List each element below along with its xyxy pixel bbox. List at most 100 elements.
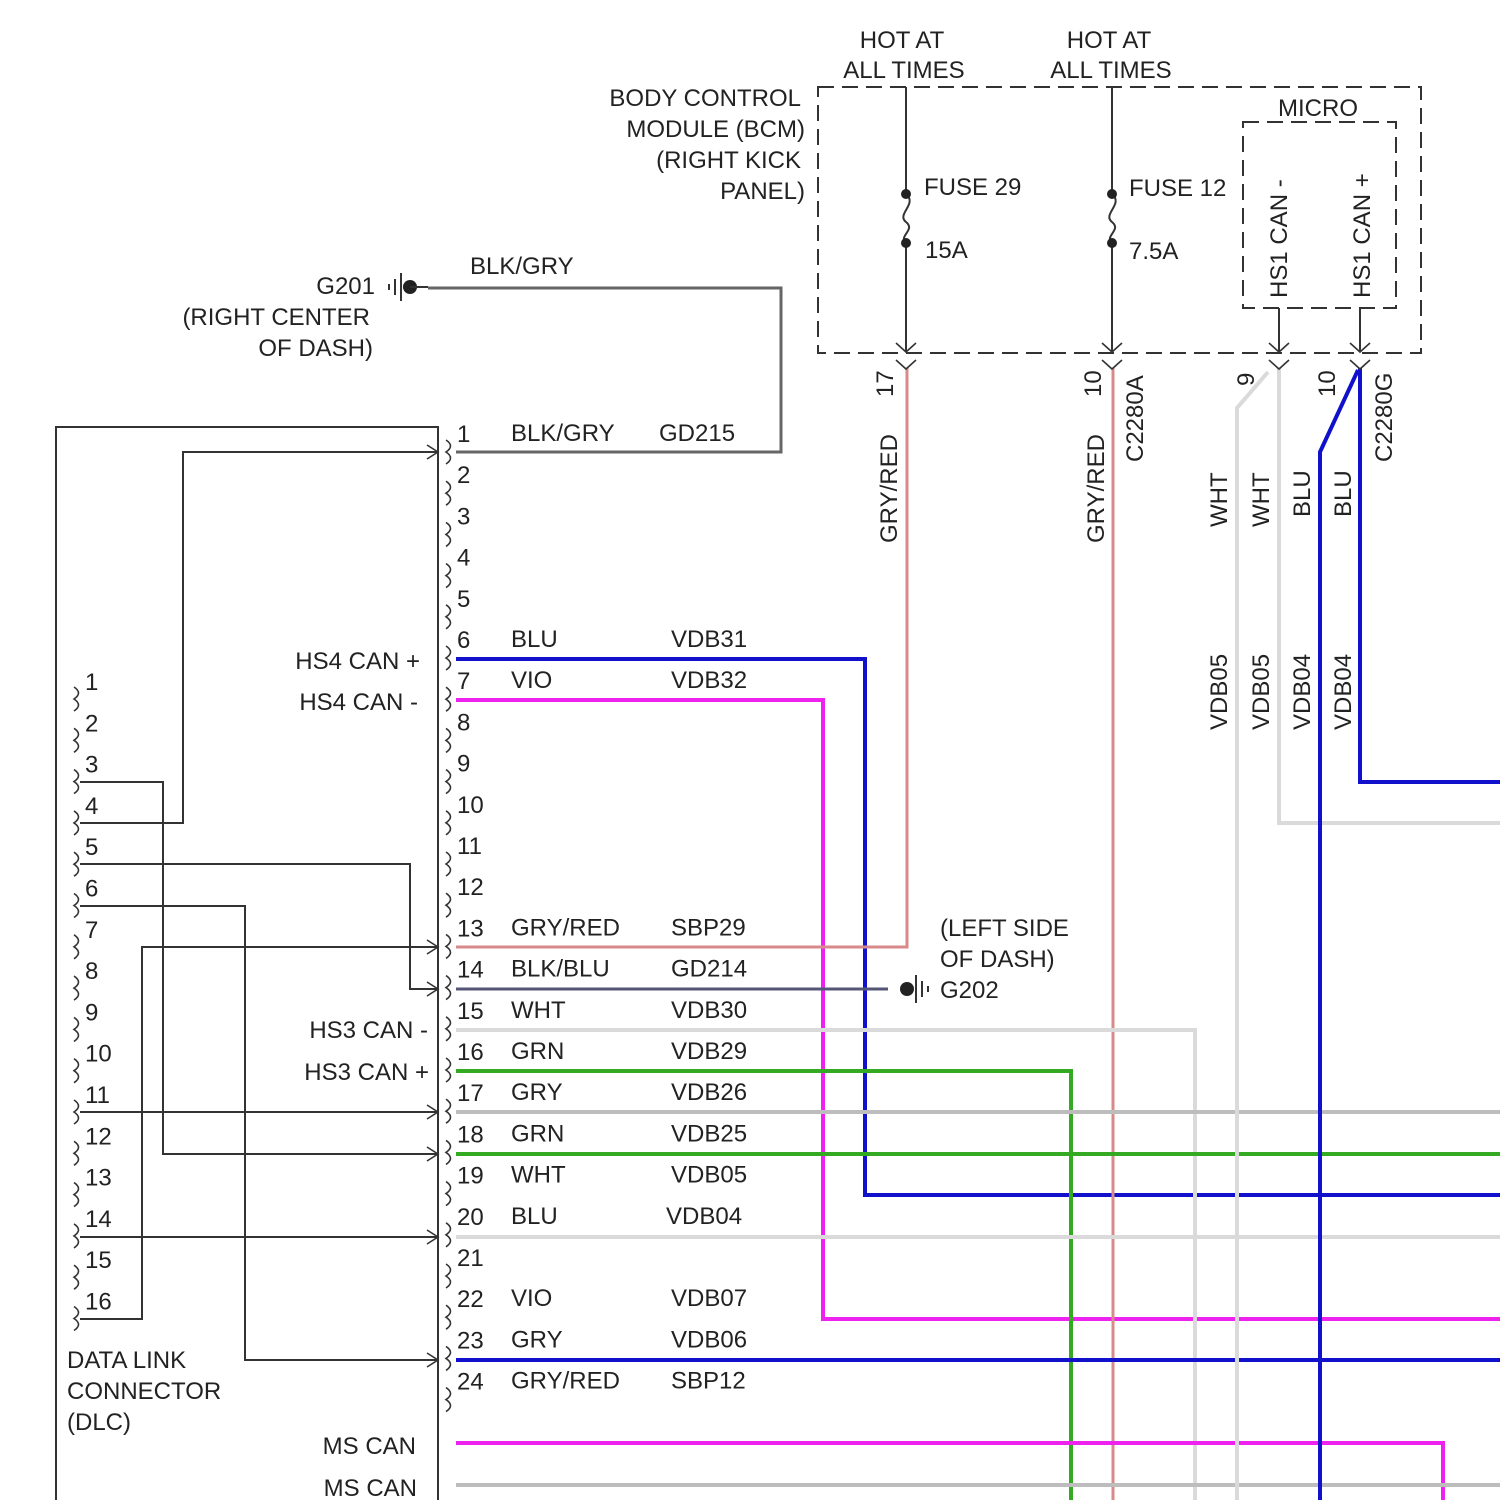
wire-bcm-blu-a bbox=[1320, 370, 1358, 1500]
g202-location-line-2: OF DASH) bbox=[940, 946, 1055, 973]
dlc-pin-tip-1 bbox=[74, 687, 79, 711]
connector-circuit-18: VDB25 bbox=[671, 1120, 747, 1147]
chevron-bcm-17-out bbox=[896, 360, 916, 369]
bcm-wire-color-3: BLU bbox=[1289, 470, 1316, 517]
connector-pin-11: 11 bbox=[457, 833, 482, 860]
dlc-pin-2: 2 bbox=[85, 710, 98, 737]
bcm-wire-color-1: WHT bbox=[1206, 472, 1233, 527]
bcm-pin-17: 17 bbox=[872, 370, 899, 397]
g201-location-line-2: OF DASH) bbox=[258, 335, 373, 362]
connector-pin-tip-7 bbox=[446, 687, 451, 711]
jumper-dlc16-to-13 bbox=[80, 947, 438, 1319]
dlc-pin-tip-4 bbox=[74, 811, 79, 835]
dlc-pin-7: 7 bbox=[85, 917, 98, 944]
connector-pin-4: 4 bbox=[457, 545, 470, 572]
fuse-29-dot-bottom bbox=[901, 238, 911, 248]
wire-vdb07 bbox=[456, 1443, 1443, 1500]
connector-pin-10: 10 bbox=[457, 792, 484, 819]
connector-pin-tip-22 bbox=[446, 1305, 451, 1329]
ground-g202-icon bbox=[900, 975, 928, 1003]
fuse-12-name: FUSE 12 bbox=[1129, 175, 1226, 202]
connector-circuit-13: SBP29 bbox=[671, 914, 746, 941]
connector-pin-8: 8 bbox=[457, 709, 470, 736]
connector-pin-tip-1 bbox=[446, 440, 451, 464]
dlc-pin-9: 9 bbox=[85, 999, 98, 1026]
fuse-29-rating: 15A bbox=[925, 237, 968, 264]
bcm-pin-chevrons bbox=[896, 343, 1370, 369]
bcm-connector-c2280a: C2280A bbox=[1122, 375, 1149, 462]
bcm-label-line-4: PANEL) bbox=[720, 178, 805, 205]
fuse-29-symbol bbox=[903, 194, 909, 243]
label-hs3-can-plus: HS3 CAN + bbox=[304, 1059, 429, 1086]
connector-pin-2: 2 bbox=[457, 462, 470, 489]
connector-pin-tip-16 bbox=[446, 1058, 451, 1082]
connector-pin-7: 7 bbox=[457, 668, 470, 695]
connector-pin-20: 20 bbox=[457, 1204, 484, 1231]
dlc-pin-tip-2 bbox=[74, 728, 79, 752]
label-hs4-can-minus: HS4 CAN - bbox=[299, 689, 418, 716]
g201-wire-color: BLK/GRY bbox=[470, 253, 574, 280]
hot-label-1-line-1: HOT AT bbox=[860, 27, 945, 54]
connector-pin-3: 3 bbox=[457, 503, 470, 530]
connector-wire-color-6: BLU bbox=[511, 626, 558, 653]
connector-pin-12: 12 bbox=[457, 874, 484, 901]
wire-vdb30 bbox=[456, 1030, 1195, 1500]
connector-pin-tip-21 bbox=[446, 1264, 451, 1288]
bcm-circuit-1: VDB05 bbox=[1206, 654, 1233, 730]
g201-name: G201 bbox=[316, 273, 375, 300]
dlc-pin-tip-5 bbox=[74, 852, 79, 876]
wire-vdb32 bbox=[456, 700, 1500, 1319]
connector-pin-tip-12 bbox=[446, 893, 451, 917]
dlc-pin-10: 10 bbox=[85, 1041, 112, 1068]
connector-circuit-16: VDB29 bbox=[671, 1038, 747, 1065]
dlc-module-outline bbox=[56, 427, 438, 1500]
dlc-pin-tip-3 bbox=[74, 770, 79, 794]
connector-wire-color-17: GRY bbox=[511, 1079, 563, 1106]
connector-pin-24: 24 bbox=[457, 1369, 484, 1396]
bcm-pin-17-color: GRY/RED bbox=[876, 434, 903, 543]
connector-pin-22: 22 bbox=[457, 1286, 484, 1313]
connector-wire-color-20: BLU bbox=[511, 1203, 558, 1230]
dlc-pin-tip-8 bbox=[74, 976, 79, 1000]
fuse-12-symbol bbox=[1109, 194, 1115, 243]
connector-wire-color-16: GRN bbox=[511, 1038, 564, 1065]
connector-wire-color-13: GRY/RED bbox=[511, 914, 620, 941]
g202-name: G202 bbox=[940, 977, 999, 1004]
dlc-pin-16: 16 bbox=[85, 1289, 112, 1316]
connector-circuit-7: VDB32 bbox=[671, 667, 747, 694]
hot-label-2-line-2: ALL TIMES bbox=[1050, 57, 1171, 84]
hot-label-1-line-2: ALL TIMES bbox=[843, 57, 964, 84]
dlc-pin-tip-6 bbox=[74, 894, 79, 918]
connector-pin-9: 9 bbox=[457, 751, 470, 778]
connector-wire-color-14: BLK/BLU bbox=[511, 956, 610, 983]
connector-wire-color-22: VIO bbox=[511, 1285, 552, 1312]
label-hs4-can-plus: HS4 CAN + bbox=[295, 648, 420, 675]
connector-pin-tip-20 bbox=[446, 1223, 451, 1247]
dlc-pin-tips bbox=[74, 687, 79, 1331]
dlc-pin-13: 13 bbox=[85, 1165, 112, 1192]
label-ms-can-1: MS CAN bbox=[323, 1433, 416, 1460]
chevron-bcm-10a-out bbox=[1102, 360, 1122, 369]
dlc-pin-3: 3 bbox=[85, 752, 98, 779]
dlc-label-line-2: CONNECTOR bbox=[67, 1378, 221, 1405]
bcm-label-line-1: BODY CONTROL bbox=[609, 85, 801, 112]
dlc-pin-tip-14 bbox=[74, 1224, 79, 1248]
connector-pin-tip-24 bbox=[446, 1388, 451, 1412]
g202-location-line-1: (LEFT SIDE bbox=[940, 915, 1069, 942]
chevron-bcm-9-out bbox=[1269, 360, 1289, 369]
connector-pin-tip-11 bbox=[446, 852, 451, 876]
connector-pin-tip-19 bbox=[446, 1182, 451, 1206]
label-ms-can-2: MS CAN bbox=[324, 1475, 417, 1500]
dlc-pin-8: 8 bbox=[85, 958, 98, 985]
dlc-pin-14: 14 bbox=[85, 1206, 112, 1233]
dlc-pin-tip-9 bbox=[74, 1017, 79, 1041]
fuse-12-rating: 7.5A bbox=[1129, 238, 1178, 265]
fuse-29-name: FUSE 29 bbox=[924, 174, 1021, 201]
connector-pin-tip-3 bbox=[446, 522, 451, 546]
connector-pin-tip-9 bbox=[446, 770, 451, 794]
connector-pin-tip-4 bbox=[446, 564, 451, 588]
connector-pin-tip-17 bbox=[446, 1099, 451, 1123]
